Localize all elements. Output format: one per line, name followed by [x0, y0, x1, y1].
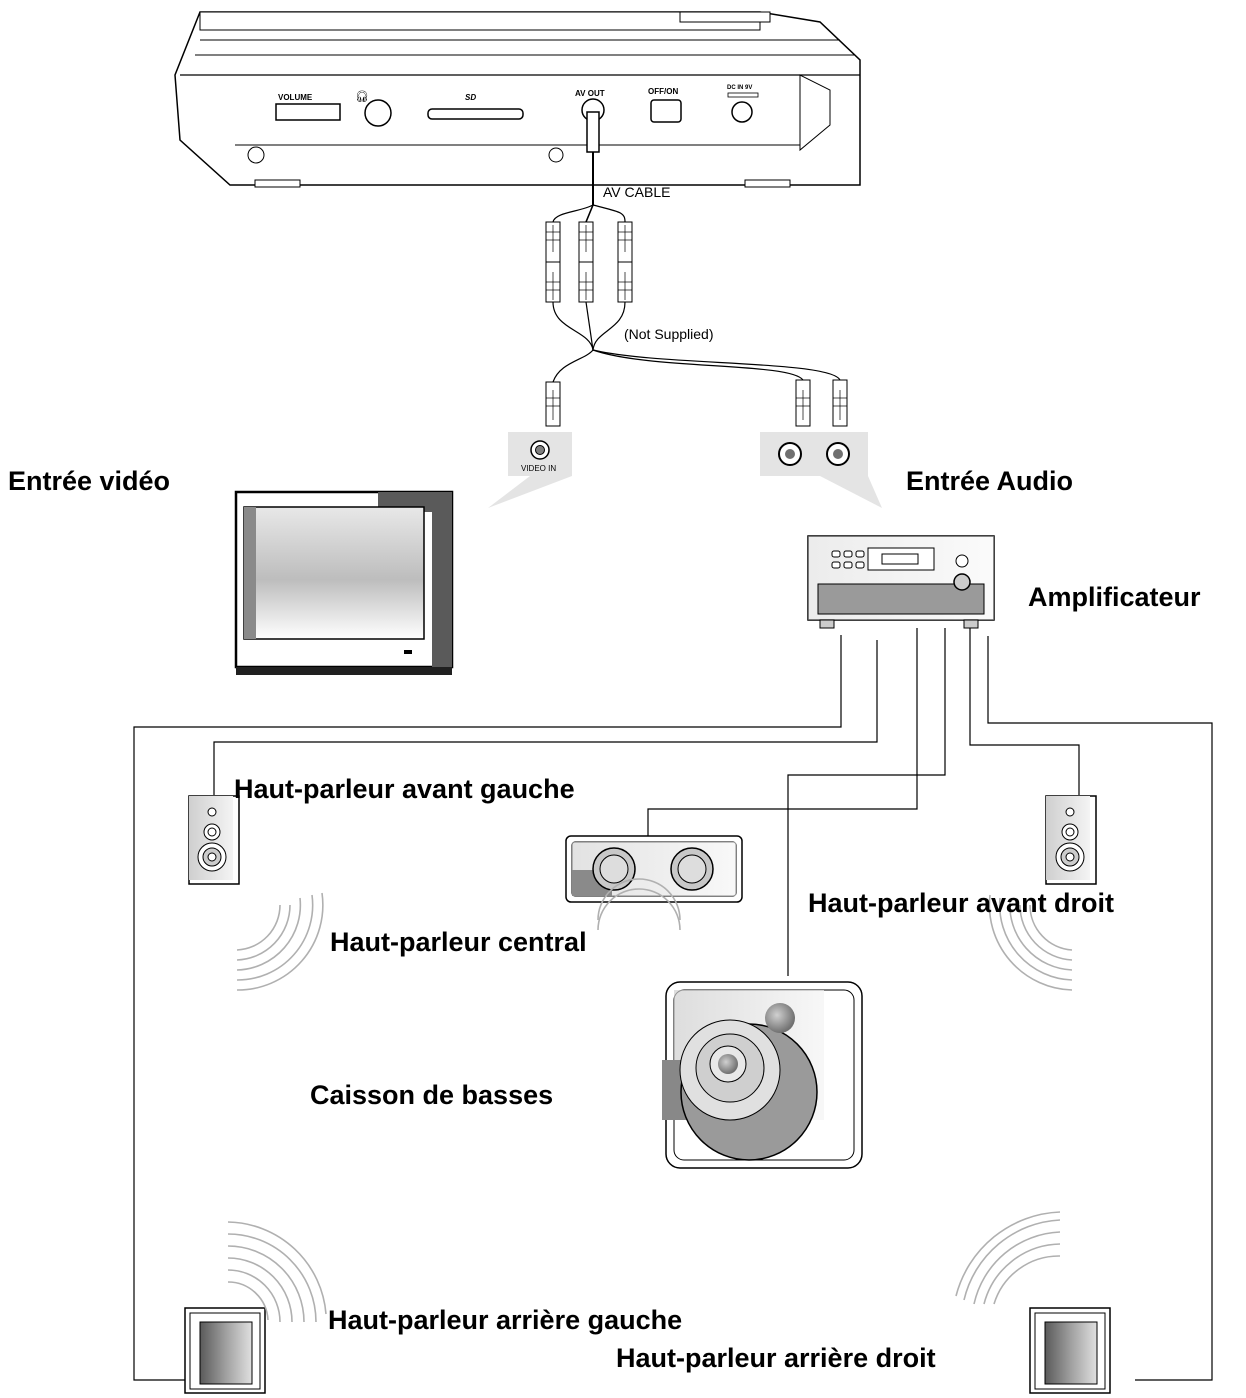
not-supplied-label: (Not Supplied) [624, 326, 714, 342]
video-in-panel: VIDEO IN [488, 432, 572, 508]
sound-waves-rear-right-icon [955, 1211, 1061, 1305]
subwoofer-label: Caisson de basses [310, 1080, 553, 1110]
sound-waves-front-left-icon [236, 892, 324, 991]
volume-label: VOLUME [278, 93, 313, 102]
dc-in-label: DC IN 9V [727, 85, 752, 91]
front-right-speaker-icon [1045, 795, 1097, 885]
rear-left-speaker-label: Haut-parleur arrière gauche [328, 1305, 682, 1335]
rear-right-speaker-icon [1029, 1307, 1111, 1394]
center-speaker-label: Haut-parleur central [330, 927, 587, 957]
audio-in-panel [760, 432, 882, 508]
av-cable-label: AV CABLE [603, 184, 670, 200]
center-speaker-icon [565, 835, 743, 903]
front-left-speaker-icon [188, 795, 240, 885]
av-out-label: AV OUT [575, 89, 605, 98]
subwoofer-icon [662, 981, 863, 1169]
rear-right-speaker-label: Haut-parleur arrière droit [616, 1343, 936, 1373]
power-label: OFF/ON [648, 87, 678, 96]
sound-waves-front-right-icon [988, 894, 1073, 991]
television-icon [234, 490, 454, 675]
sd-label: SD [465, 93, 476, 102]
video-in-label: VIDEO IN [521, 464, 556, 473]
sound-waves-center-icon [597, 878, 681, 931]
headphone-icon: 🎧︎ [355, 90, 369, 103]
video-input-label: Entrée vidéo [8, 466, 170, 496]
speaker-wires [133, 628, 1213, 1381]
audio-input-label: Entrée Audio [906, 466, 1073, 496]
dc-polarity-icon [727, 92, 759, 98]
front-left-speaker-label: Haut-parleur avant gauche [234, 774, 575, 804]
volume-slider [275, 103, 341, 121]
headphone-jack [364, 99, 392, 127]
sound-waves-rear-left-icon [227, 1221, 327, 1323]
rear-left-speaker-icon [184, 1307, 266, 1394]
front-right-speaker-label: Haut-parleur avant droit [808, 888, 1114, 918]
dvd-player: VOLUME 🎧︎ SD AV OUT OFF/ON DC IN 9V [174, 11, 861, 188]
dc-in-jack [731, 101, 753, 123]
amplifier-label: Amplificateur [1028, 582, 1201, 612]
amplifier-icon [807, 535, 995, 629]
power-switch [650, 99, 682, 123]
av-cable: AV CABLE (Not Supplied) [545, 111, 848, 427]
sd-card-slot [427, 108, 524, 120]
